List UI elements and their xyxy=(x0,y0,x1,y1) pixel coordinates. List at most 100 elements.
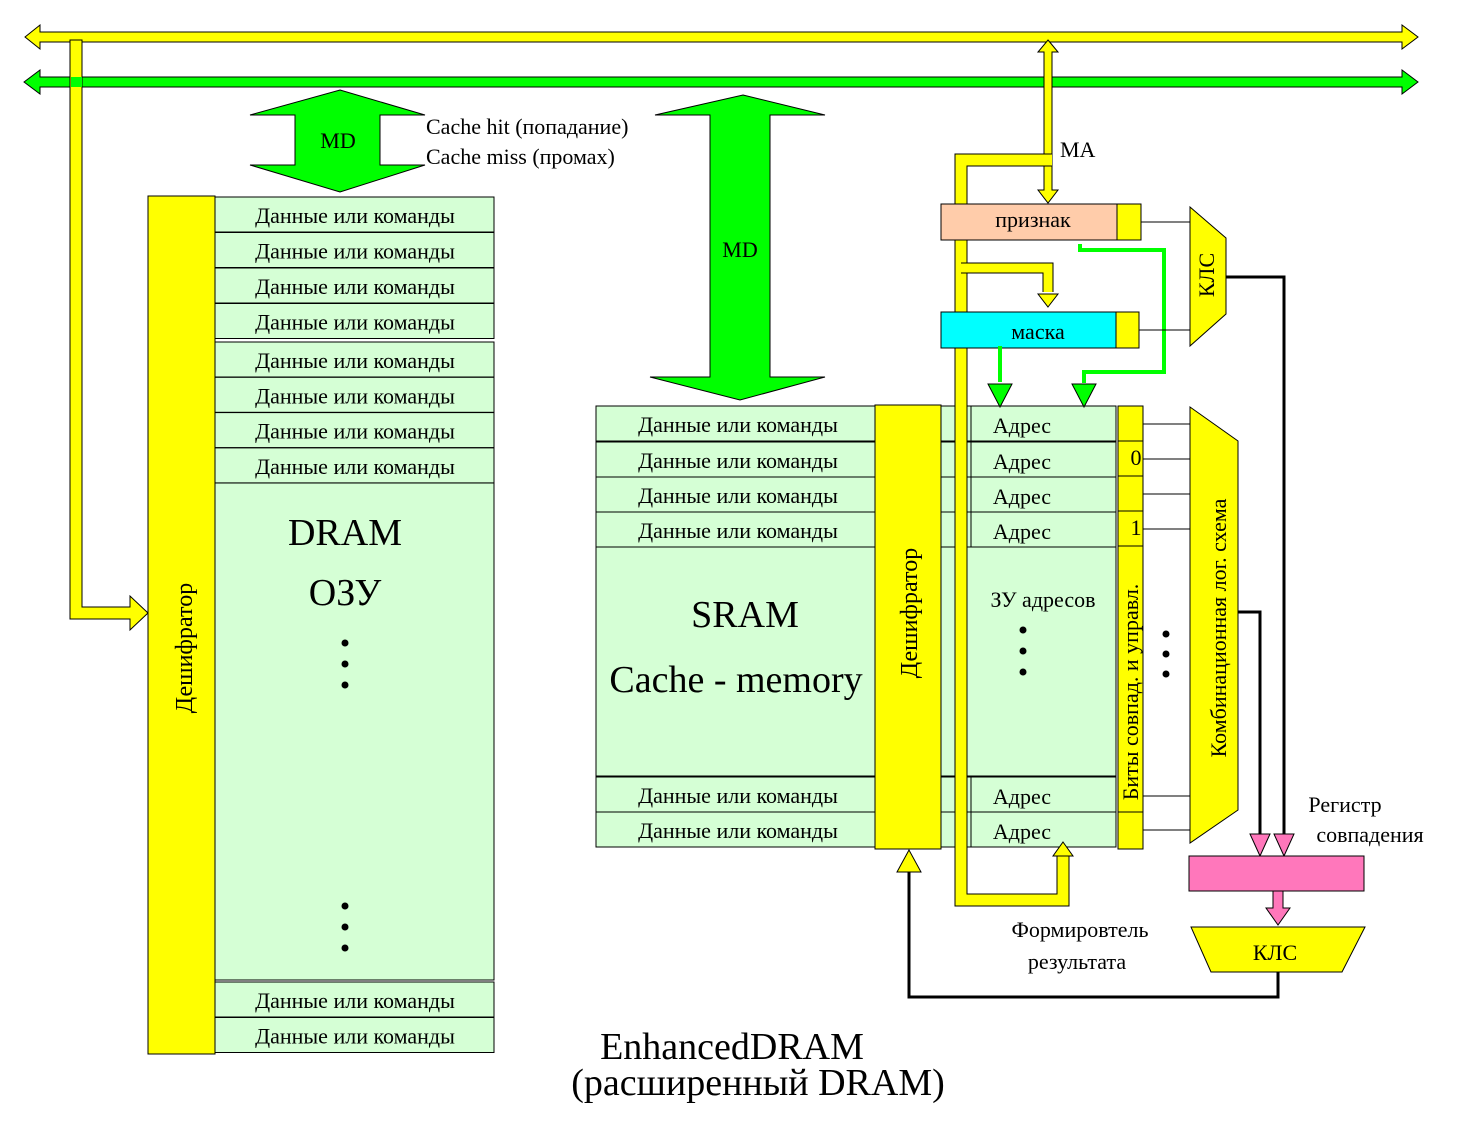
md-center-label: MD xyxy=(722,237,757,262)
sram-row-label: Данные или команды xyxy=(638,483,838,508)
dram-address-arrow xyxy=(69,39,149,632)
klc-top xyxy=(1189,205,1227,348)
logic-output-wire-1 xyxy=(1238,610,1262,836)
md-left-label: MD xyxy=(320,128,355,153)
dram-row xyxy=(214,303,495,339)
mask-feed-arrowhead xyxy=(1036,293,1060,308)
cache-miss-label: Cache miss (промах) xyxy=(426,144,615,169)
dram-decoder xyxy=(147,195,216,1055)
tag-address-row xyxy=(970,405,1117,442)
sram-row-label: Данные или команды xyxy=(638,448,838,473)
dram-row xyxy=(214,196,495,233)
mask-feed-fill xyxy=(961,263,1053,292)
sram-row xyxy=(595,776,876,813)
tag-store-body xyxy=(940,546,1117,777)
match-bits-ellipsis xyxy=(1162,630,1170,678)
dram-row xyxy=(214,412,495,449)
dram-row-label: Данные или команды xyxy=(255,419,455,444)
md-arrow-left xyxy=(249,89,426,193)
result-former-line2: результата xyxy=(1028,949,1126,974)
sram-name: SRAM xyxy=(691,594,799,636)
combinational-logic-label: Комбинационная лог. схема xyxy=(1206,498,1231,757)
dram-row xyxy=(214,376,495,413)
sram-row xyxy=(595,441,876,478)
match-bits-dividers xyxy=(1118,440,1143,813)
sram-row xyxy=(595,405,876,442)
mask-register-bit xyxy=(1115,311,1140,349)
registers-to-klc-lines xyxy=(1139,221,1190,331)
tag-address-row xyxy=(970,441,1117,478)
klc-bottom xyxy=(1190,926,1366,973)
dram-row-label: Данные или команды xyxy=(255,203,455,228)
dram-row xyxy=(214,267,495,304)
tag-to-address-path xyxy=(1078,244,1166,383)
match-bit-0: 0 xyxy=(1131,445,1142,470)
sram-decoder xyxy=(874,404,942,850)
sram-row xyxy=(595,476,876,513)
result-former-line1: Формировтель xyxy=(1012,917,1149,942)
tag-address-label: Адрес xyxy=(993,449,1051,474)
address-bus xyxy=(24,23,1419,51)
tag-to-address-arrowhead xyxy=(1071,383,1097,409)
md-arrow-center xyxy=(649,94,826,401)
bits-to-logic-lines xyxy=(1143,423,1190,831)
tag-address-label: Адрес xyxy=(993,413,1051,438)
match-to-klc-arrow xyxy=(1265,890,1291,926)
control-loop-fill xyxy=(955,154,1069,906)
tag-register-label: признак xyxy=(995,207,1071,232)
match-register xyxy=(1188,855,1365,892)
dram-row-label: Данные или команды xyxy=(255,274,455,299)
tag-address-row xyxy=(970,811,1117,848)
dram-name-ru: ОЗУ xyxy=(309,572,382,614)
dram-row xyxy=(214,232,495,268)
tag-store-name: ЗУ адресов xyxy=(991,587,1096,612)
sram-decoder-label: Дешифратор xyxy=(897,548,923,678)
dram-ellipsis-1 xyxy=(341,639,349,689)
cache-hit-label: Cache hit (попадание) xyxy=(426,114,628,139)
dram-row xyxy=(214,981,495,1018)
dram-row-label: Данные или команды xyxy=(255,988,455,1013)
klc-top-output-wire xyxy=(1226,275,1286,836)
tag-address-label: Адрес xyxy=(993,519,1051,544)
result-feedback-wire xyxy=(907,872,1280,999)
title-line1: EnhancedDRAM xyxy=(600,1026,864,1068)
logic-output-arrowhead-1 xyxy=(1249,833,1271,858)
mask-to-address-arrowhead xyxy=(987,383,1013,409)
result-feedback-arrowhead xyxy=(896,848,922,873)
klc-bottom-label: КЛС xyxy=(1253,940,1297,965)
tag-address-label: Адрес xyxy=(993,819,1051,844)
mask-register-label: маска xyxy=(1011,319,1065,344)
sram-row-label: Данные или команды xyxy=(638,783,838,808)
dram-row xyxy=(214,341,495,378)
dram-body xyxy=(214,482,495,981)
data-bus-drop xyxy=(71,77,82,87)
dram-ellipsis-2 xyxy=(341,902,349,952)
dram-row-label: Данные или команды xyxy=(255,239,455,264)
tag-register-bit xyxy=(1116,203,1142,241)
control-loop-arrowhead xyxy=(1052,841,1074,857)
sram-row-label: Данные или команды xyxy=(638,818,838,843)
klc-top-output-arrowhead xyxy=(1273,833,1295,858)
dram-decoder-label: Дешифратор xyxy=(172,583,198,713)
klc-top-label: КЛС xyxy=(1194,253,1219,297)
match-bits-column xyxy=(1117,405,1144,850)
combinational-logic xyxy=(1189,406,1239,844)
tag-address-label: Адрес xyxy=(993,484,1051,509)
match-register-line1: Регистр xyxy=(1308,792,1381,817)
tag-store-ellipsis xyxy=(1019,626,1027,676)
dram-row xyxy=(214,1017,495,1053)
dram-row-label: Данные или команды xyxy=(255,454,455,479)
ma-arrow xyxy=(1036,39,1060,204)
tag-address-label: Адрес xyxy=(993,784,1051,809)
ma-label: MA xyxy=(1060,137,1096,162)
dram-row-label: Данные или команды xyxy=(255,1024,455,1049)
sram-row xyxy=(595,511,876,548)
tag-address-row xyxy=(970,511,1117,548)
match-bit-1: 1 xyxy=(1131,515,1142,540)
data-bus xyxy=(23,69,1419,95)
